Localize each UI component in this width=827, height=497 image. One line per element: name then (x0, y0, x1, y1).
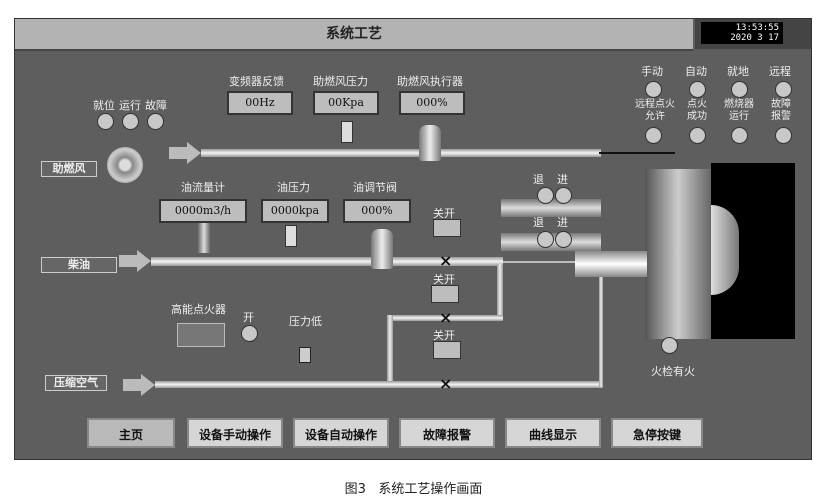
auto-led (689, 81, 706, 98)
actuator-cylinder-icon (501, 199, 601, 217)
fan-status-label: 运行 (119, 99, 141, 112)
display-label: 助燃风执行器 (397, 75, 463, 88)
arrow-icon (187, 142, 201, 164)
status-label: 点火 成功 (687, 99, 707, 122)
actuator-label: 退 (533, 173, 544, 186)
control-valve-icon[interactable] (419, 125, 441, 161)
igniter-led (241, 325, 258, 342)
remote-led (775, 81, 792, 98)
valve-label: 关开 (433, 207, 455, 220)
display-label: 油流量计 (181, 181, 225, 194)
clock-time: 13:53:55 (735, 23, 779, 33)
arrow-icon (119, 255, 137, 267)
purge-pipe (387, 315, 503, 321)
igniter-label: 高能点火器 (171, 303, 226, 316)
pressure-switch-icon (299, 347, 311, 363)
fan-running-led (122, 113, 139, 130)
oil-flow-display: 0000m3/h (159, 199, 247, 223)
status-label: 自动 (685, 65, 707, 78)
remote-ignition-permit-led (645, 127, 662, 144)
display-label: 变频器反馈 (229, 75, 284, 88)
flame-detect-label: 火检有火 (651, 365, 695, 378)
oil-valve-display: 000% (343, 199, 411, 223)
purge-pipe (387, 315, 393, 385)
purge-valve[interactable] (431, 285, 459, 303)
status-label: 燃烧器 运行 (724, 99, 754, 122)
arrow-icon (169, 147, 187, 159)
valve-icon: ⨯ (439, 374, 453, 393)
oil-shutoff-valve[interactable] (433, 219, 461, 237)
control-valve-icon[interactable] (371, 229, 393, 269)
advance-led (555, 187, 572, 204)
pressure-transmitter-icon (341, 121, 353, 143)
fault-alarm-led (775, 127, 792, 144)
display-label: 助燃风压力 (313, 75, 368, 88)
arrow-icon (141, 374, 155, 396)
oil-pressure-display: 0000kpa (261, 199, 329, 223)
auto-operation-button[interactable]: 设备自动操作 (293, 418, 389, 448)
retreat-led (537, 231, 554, 248)
curve-display-button[interactable]: 曲线显示 (505, 418, 601, 448)
fan-icon (107, 147, 143, 183)
burner-nozzle (711, 205, 739, 295)
advance-led (555, 231, 572, 248)
vfd-feedback-display: 00Hz (227, 91, 293, 115)
fan-actuator-display: 000% (399, 91, 465, 115)
actuator-label: 退 (533, 216, 544, 229)
fan-line-label: 助燃风 (41, 161, 97, 177)
page-title: 系统工艺 (15, 19, 693, 51)
status-label: 就地 (727, 65, 749, 78)
status-label: 远程 (769, 65, 791, 78)
air-shutoff-valve[interactable] (433, 341, 461, 359)
flow-meter-icon (197, 223, 211, 253)
clock-date: 2020 3 17 (730, 33, 779, 43)
oil-line-label: 柴油 (41, 257, 117, 273)
local-led (731, 81, 748, 98)
retreat-led (537, 187, 554, 204)
valve-icon: ⨯ (439, 251, 453, 270)
figure-caption: 图3 系统工艺操作画面 (344, 482, 483, 497)
fan-fault-led (147, 113, 164, 130)
fan-ready-led (97, 113, 114, 130)
home-button[interactable]: 主页 (87, 418, 175, 448)
ignition-success-led (689, 127, 706, 144)
fan-status-label: 就位 (93, 99, 115, 112)
air-pipe (599, 277, 603, 387)
pressure-low-label: 压力低 (289, 315, 322, 328)
fault-alarm-button[interactable]: 故障报警 (399, 418, 495, 448)
air-pipe (155, 381, 603, 388)
pressure-transmitter-icon (285, 225, 297, 247)
display-label: 油压力 (277, 181, 310, 194)
igniter-icon (177, 323, 225, 347)
status-label: 手动 (641, 65, 663, 78)
burner-running-led (731, 127, 748, 144)
arrow-icon (123, 379, 141, 391)
air-line-label: 压缩空气 (45, 375, 107, 391)
igniter-on-label: 开 (243, 311, 254, 324)
fan-pipe (201, 149, 601, 157)
actuator-label: 进 (557, 216, 568, 229)
arrow-icon (137, 250, 151, 272)
manual-led (645, 81, 662, 98)
burner-body (645, 169, 711, 339)
oil-line (503, 261, 581, 263)
fan-status-label: 故障 (145, 99, 167, 112)
fan-pressure-display: 00Kpa (313, 91, 379, 115)
manual-operation-button[interactable]: 设备手动操作 (187, 418, 283, 448)
status-label: 故障 报警 (771, 99, 791, 122)
purge-pipe (497, 264, 503, 320)
actuator-label: 进 (557, 173, 568, 186)
valve-label: 关开 (433, 273, 455, 286)
flame-detect-led (661, 337, 678, 354)
status-label: 远程点火 允许 (635, 99, 675, 122)
display-label: 油调节阀 (353, 181, 397, 194)
emergency-stop-button[interactable]: 急停按键 (611, 418, 703, 448)
valve-label: 关开 (433, 329, 455, 342)
fan-line (599, 152, 675, 154)
valve-icon: ⨯ (439, 308, 453, 327)
oil-pipe (151, 257, 503, 266)
burner-lance (575, 251, 647, 277)
